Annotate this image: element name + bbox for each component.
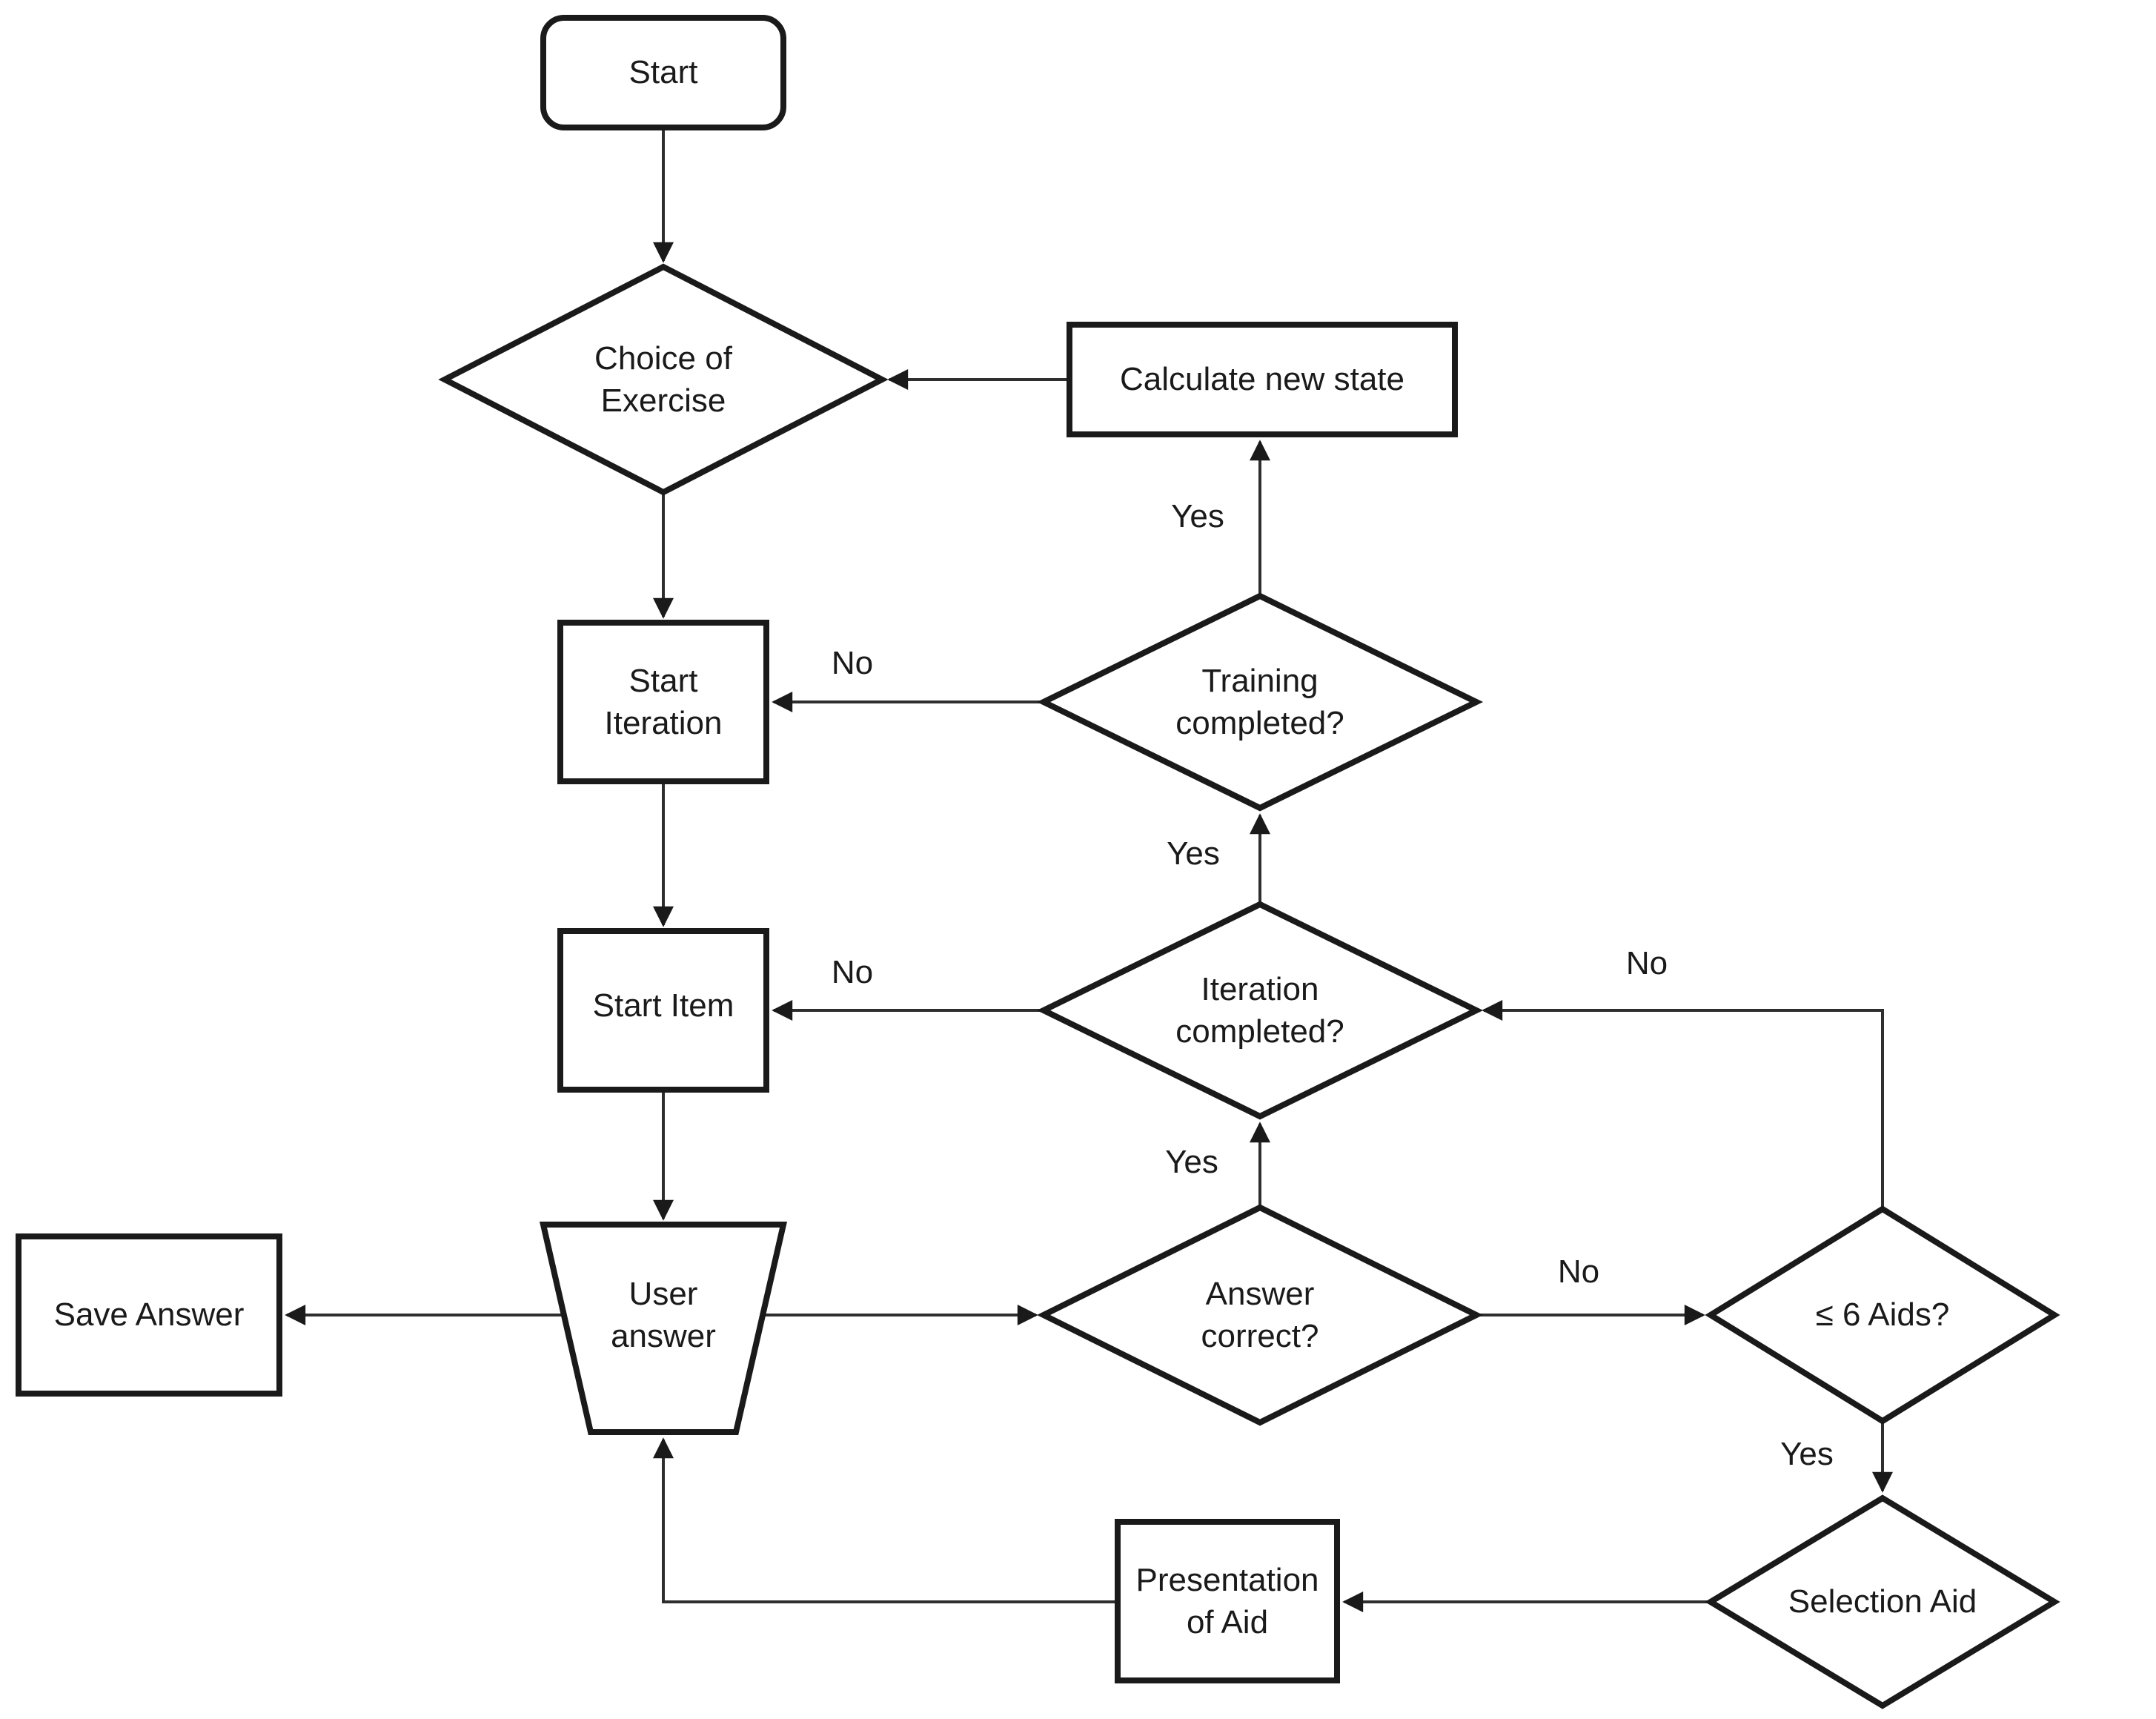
iteration-completed-shape	[1036, 901, 1484, 1120]
start-iteration-shape	[557, 620, 769, 784]
user-answer-shape	[539, 1222, 788, 1435]
start-shape	[540, 15, 786, 130]
presentation-of-aid-shape	[1115, 1519, 1340, 1683]
selection-aid-shape	[1705, 1494, 2060, 1709]
answer-correct-shape	[1037, 1204, 1483, 1426]
calculate-new-state-shape	[1067, 322, 1458, 437]
edge-six-aids-no-to-iteration	[1482, 1000, 1884, 1209]
start-item-shape	[557, 928, 769, 1093]
choice-of-exercise-shape	[438, 263, 889, 496]
save-answer-shape	[16, 1233, 282, 1397]
edge-presentation-to-user-answer	[653, 1437, 1118, 1603]
six-aids-shape	[1705, 1205, 2060, 1425]
training-completed-shape	[1036, 592, 1484, 812]
